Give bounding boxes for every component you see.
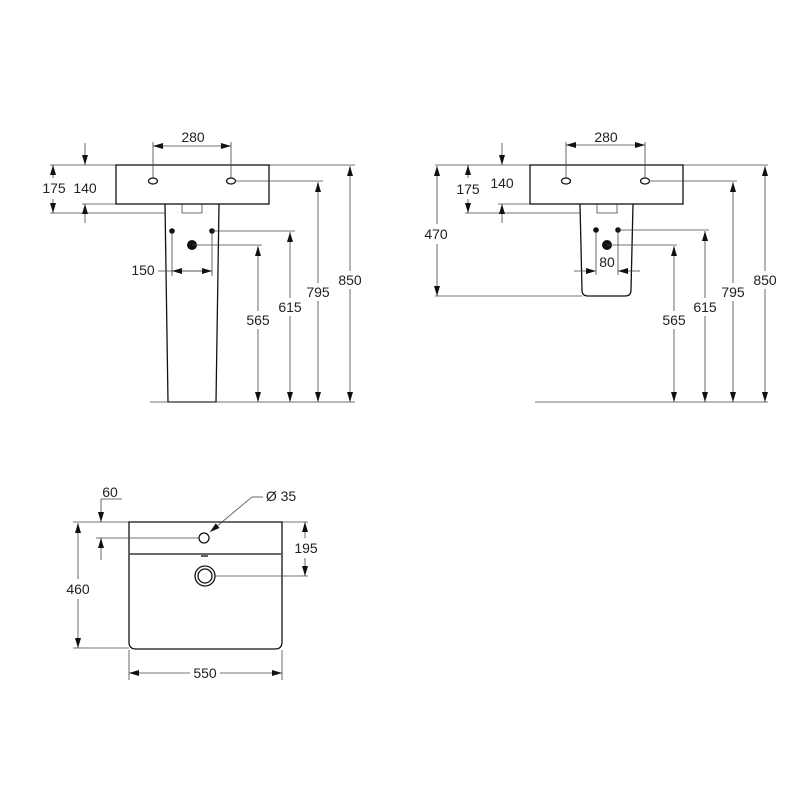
dim-supply-height: 615 — [693, 299, 717, 315]
pedestal-elevation-view: 280 175 140 150 565 615 795 850 — [42, 129, 364, 403]
dim-semi-pedestal-drop: 470 — [424, 226, 448, 242]
dim-waste-height: 565 — [246, 312, 270, 328]
supply-point-left — [593, 227, 599, 233]
dim-overall-depth: 175 — [456, 181, 480, 197]
waste-outlet-inner — [197, 568, 213, 584]
dim-tap-spacing: 280 — [181, 129, 205, 145]
dim-tap-hole-offset: 60 — [102, 484, 118, 500]
dim-waste-offset: 195 — [294, 540, 318, 556]
tap-hole-right — [639, 177, 651, 185]
dim-overall-depth: 175 — [42, 180, 66, 196]
dim-supply-spacing: 80 — [599, 254, 615, 270]
dim-waste-height: 565 — [662, 312, 686, 328]
dim-rim-height: 850 — [338, 272, 362, 288]
dim-tap-hole-diameter: Ø 35 — [266, 488, 297, 504]
basin-plan-outline — [128, 521, 283, 650]
dim-bowl-depth: 140 — [490, 175, 514, 191]
dim-tap-spacing: 280 — [594, 129, 618, 145]
tap-hole-left — [147, 177, 159, 185]
dim-supply-spacing: 150 — [131, 262, 155, 278]
overflow-slot — [596, 204, 618, 214]
dim-tap-hole-height: 795 — [306, 284, 330, 300]
tap-hole-left — [560, 177, 572, 185]
dim-bowl-depth: 140 — [73, 180, 97, 196]
dim-depth: 460 — [66, 581, 90, 597]
overflow-slot — [181, 204, 203, 214]
tap-hole-right — [225, 177, 237, 185]
supply-point-left — [169, 228, 175, 234]
plan-view: 60 Ø 35 195 460 550 — [66, 484, 318, 681]
dim-tap-hole-height: 795 — [721, 284, 745, 300]
tap-hole — [198, 532, 210, 544]
basin-outline — [115, 164, 270, 205]
dim-rim-height: 850 — [753, 272, 777, 288]
dim-width: 550 — [193, 665, 217, 681]
semi-pedestal-elevation-view: 280 175 140 470 80 565 615 795 850 — [424, 129, 779, 403]
semi-pedestal-outline — [579, 203, 634, 297]
basin-outline — [529, 164, 684, 205]
pedestal-outline — [164, 203, 220, 403]
dim-supply-height: 615 — [278, 299, 302, 315]
